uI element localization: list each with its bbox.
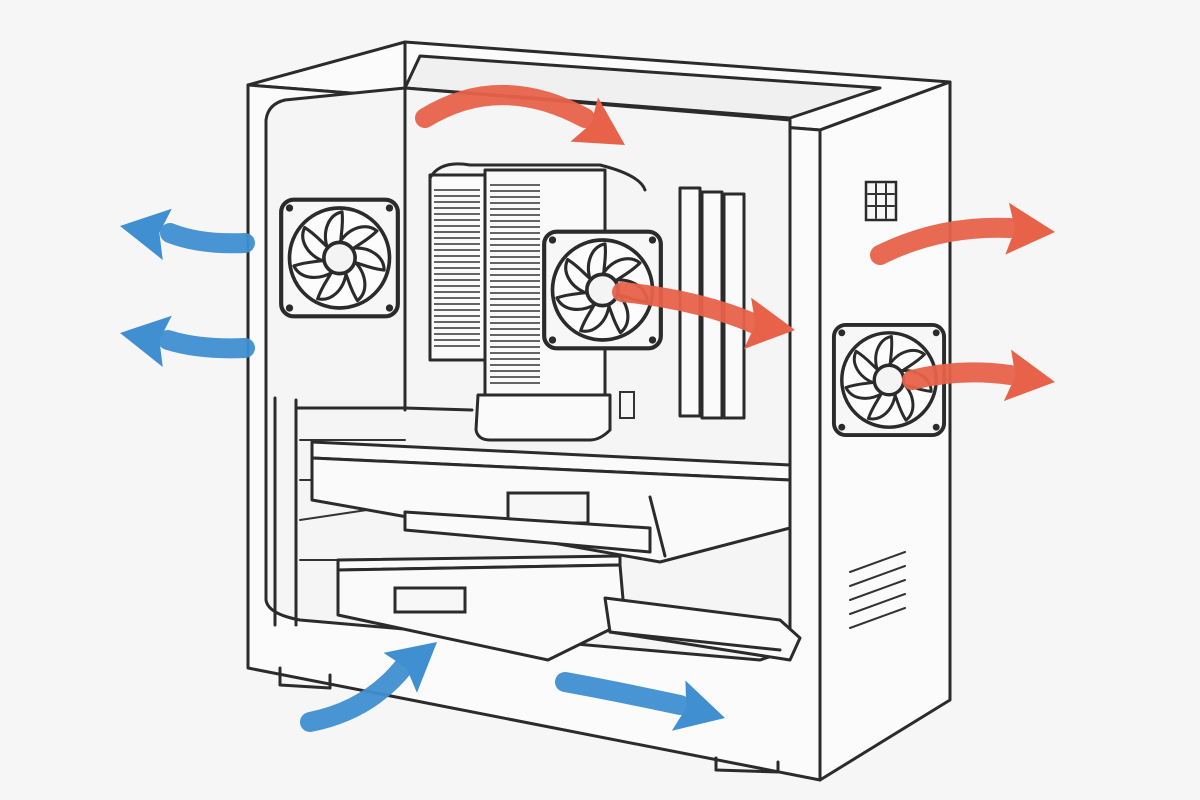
side-vents xyxy=(849,551,906,629)
front-lower-hot-flow-stroke xyxy=(902,362,1020,390)
top-hot-flow-head xyxy=(570,97,625,145)
rear-upper-cool-flow-arrow xyxy=(120,208,255,260)
front-upper-hot-flow-arrow xyxy=(870,202,1055,265)
bottom-exhaust-cool-flow-arrow xyxy=(555,672,725,731)
heatsink-fins-front xyxy=(490,184,540,384)
cooler-hot-flow-arrow xyxy=(612,282,795,350)
rear-exhaust-fan xyxy=(281,200,398,317)
front-lower-hot-flow-arrow xyxy=(902,349,1055,402)
rear-lower-cool-flow-arrow xyxy=(120,315,255,367)
airflow-arrows xyxy=(120,85,1055,732)
graphics-card xyxy=(310,440,792,564)
top-hot-flow-stroke xyxy=(415,85,595,128)
front-upper-hot-flow-stroke xyxy=(870,217,1020,265)
bottom-intake-cool-flow-stroke xyxy=(300,655,415,732)
bottom-intake-cool-flow-arrow xyxy=(300,642,437,732)
front-lower-hot-flow-head xyxy=(1003,349,1055,402)
cooler-hot-flow-head xyxy=(743,297,795,350)
rear-upper-cool-flow-head xyxy=(120,208,172,260)
power-supply xyxy=(336,554,627,662)
rear-upper-cool-flow-stroke xyxy=(160,223,255,254)
bottom-exhaust-cool-flow-stroke xyxy=(555,672,690,715)
front-upper-hot-flow-head xyxy=(1005,202,1055,255)
storage-drive xyxy=(603,596,802,662)
bottom-exhaust-cool-flow-head xyxy=(671,680,725,731)
cooler-hot-flow-stroke xyxy=(612,282,765,334)
top-hot-flow-arrow xyxy=(415,85,625,145)
front-vent-grille xyxy=(864,180,898,222)
heatsink-fins xyxy=(434,189,480,347)
rear-lower-cool-flow-head xyxy=(120,315,172,367)
rear-lower-cool-flow-stroke xyxy=(158,330,255,359)
bottom-intake-cool-flow-head xyxy=(383,642,437,693)
